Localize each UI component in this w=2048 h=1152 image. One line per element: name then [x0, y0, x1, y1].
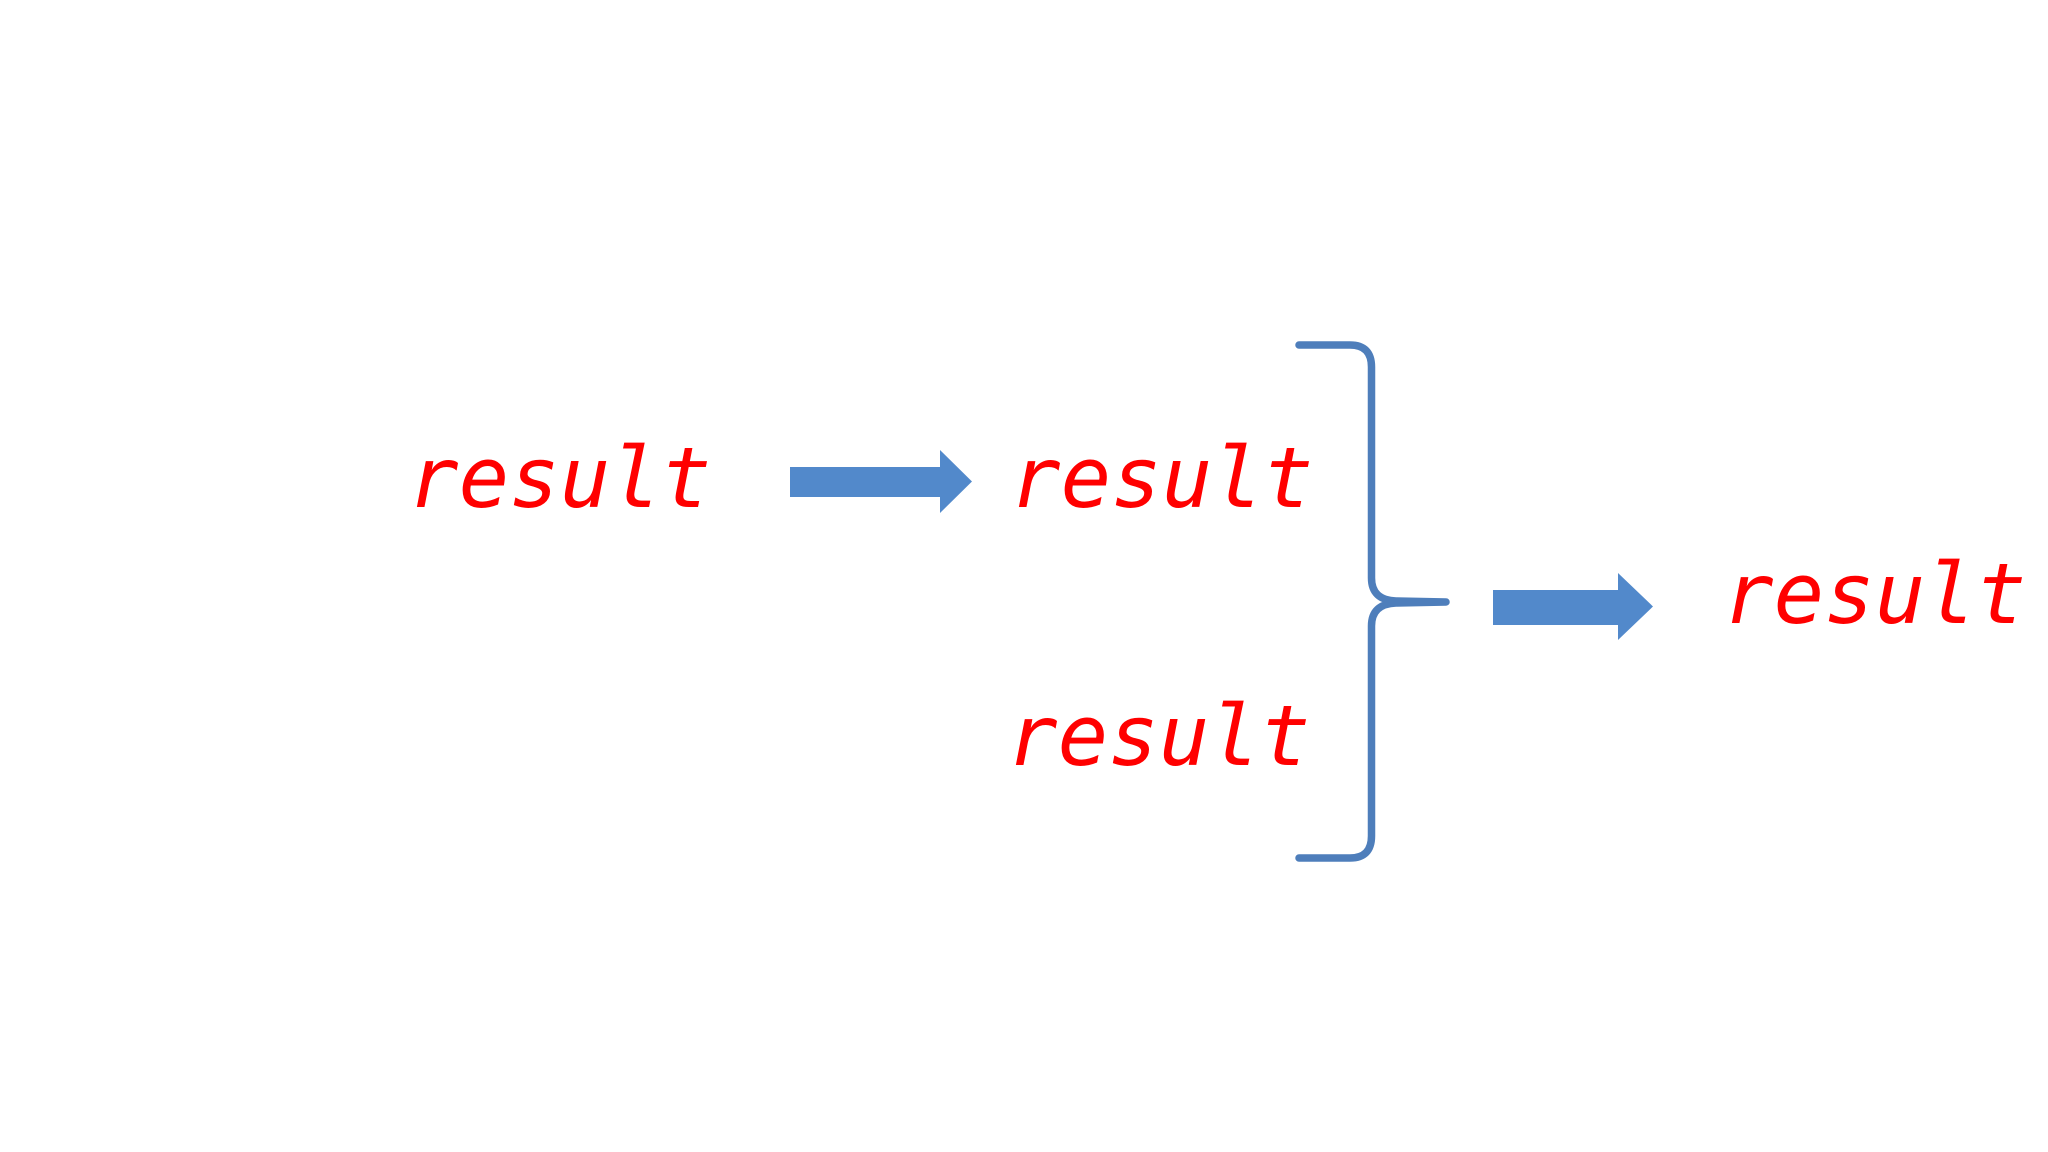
- merge-arrow-right-shape: [1493, 573, 1653, 640]
- merge-arrow-right-icon: [1493, 573, 1653, 640]
- branch-bottom-result-label: result: [1007, 687, 1311, 785]
- source-result-label: result: [408, 429, 712, 527]
- branch-top-result-label: result: [1010, 429, 1314, 527]
- arrow-right-shape: [790, 450, 972, 513]
- merged-result-label: result: [1723, 545, 2027, 643]
- curly-brace-icon: [1295, 341, 1450, 862]
- curly-brace-path: [1295, 341, 1450, 862]
- arrow-right-icon: [790, 450, 972, 513]
